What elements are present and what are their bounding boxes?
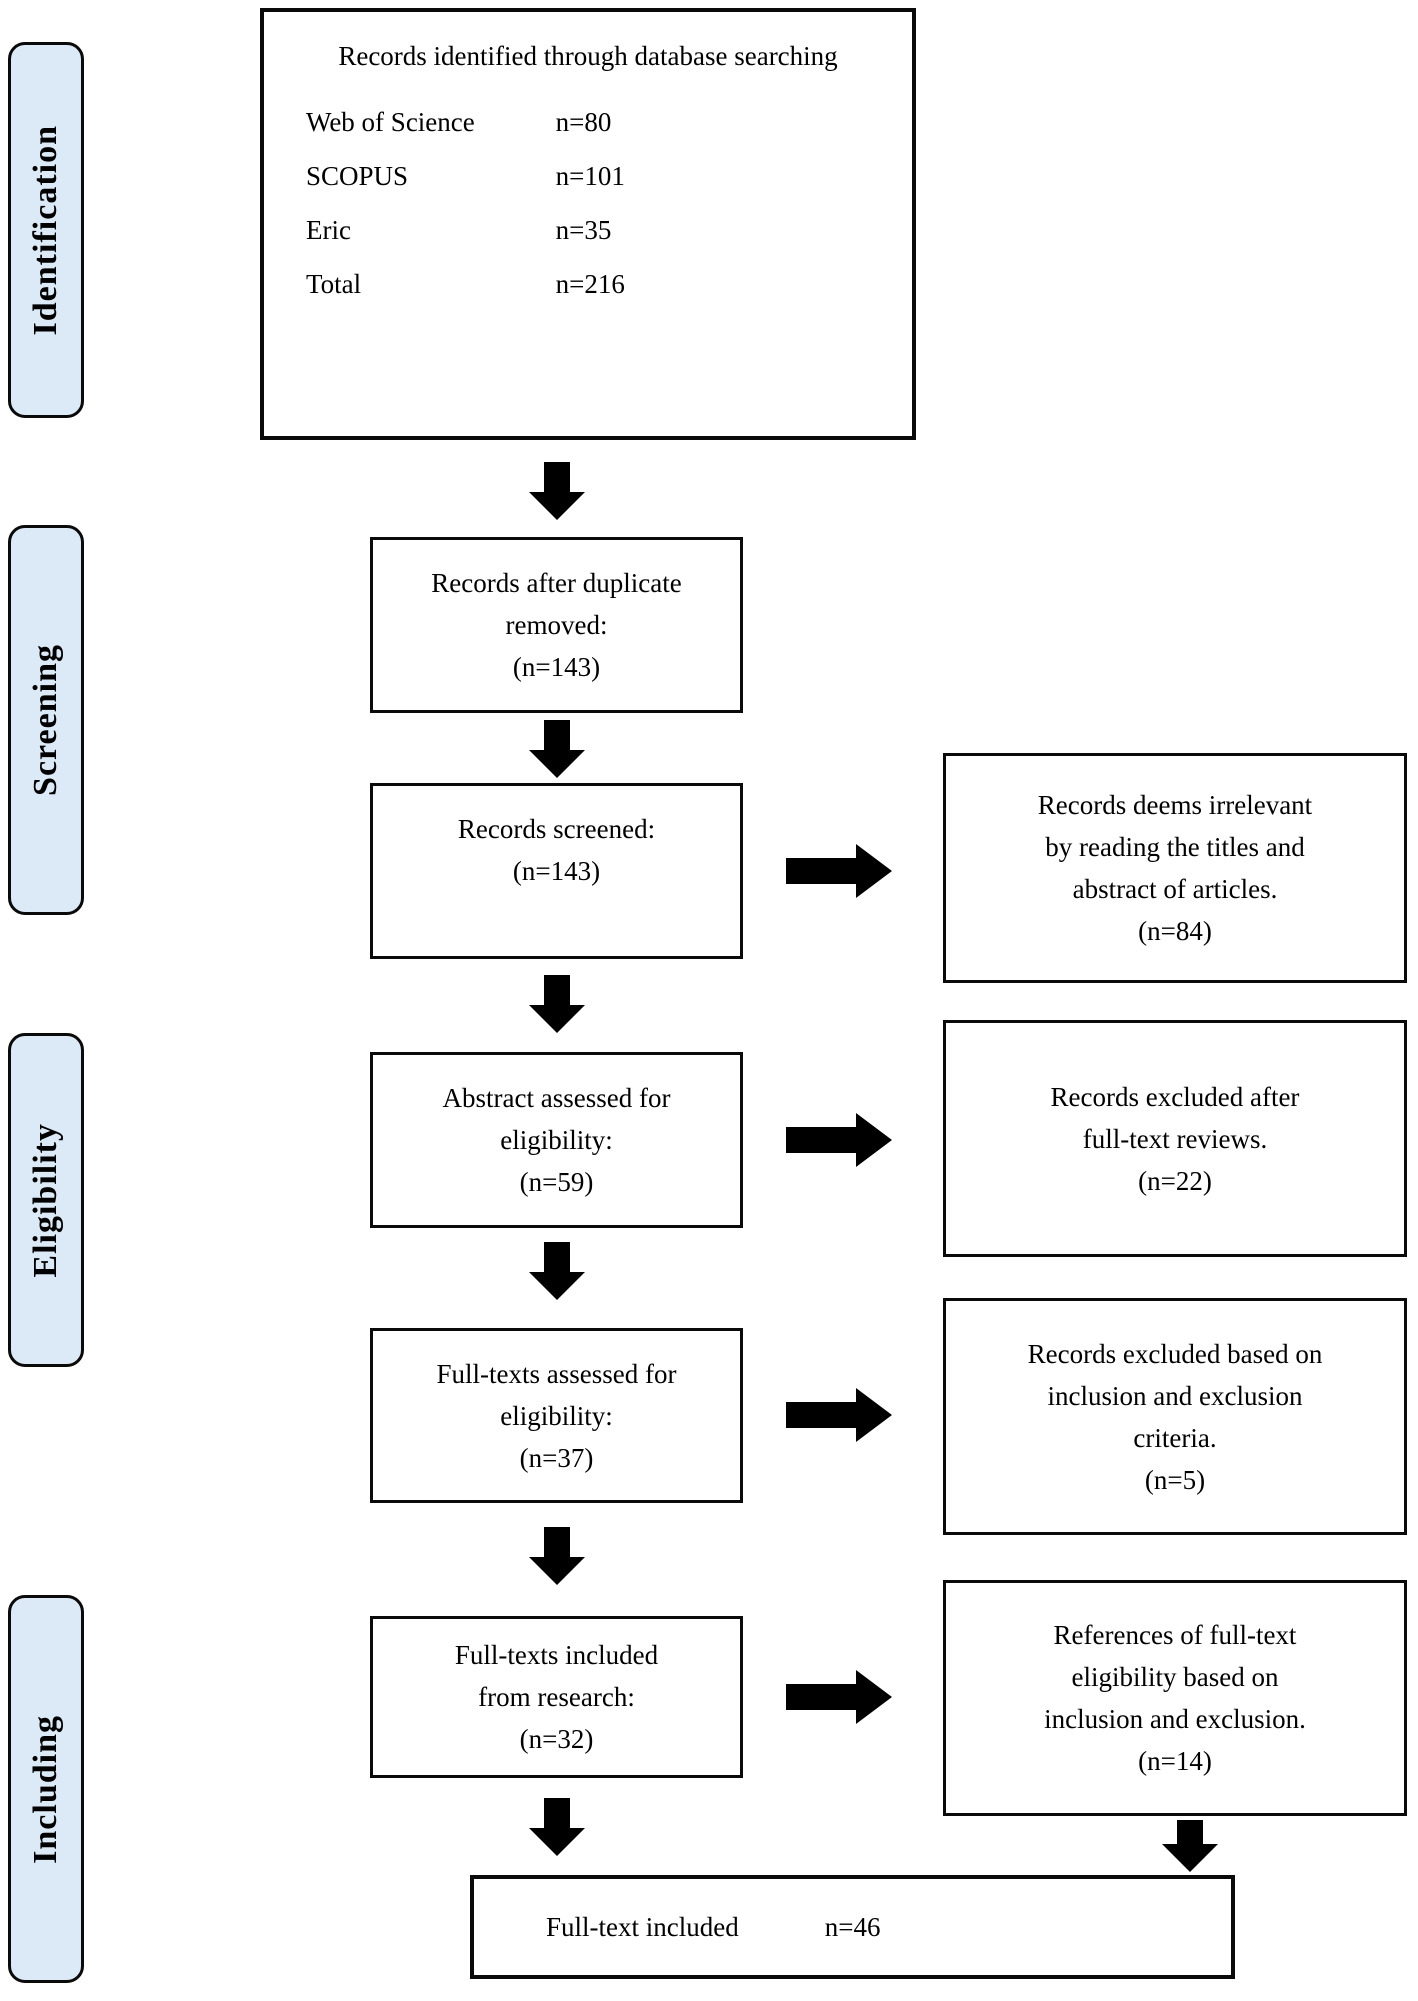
database-row: Web of Science n=80: [264, 102, 912, 142]
box-title: Records identified through database sear…: [264, 36, 912, 76]
down-arrow-icon: [529, 1798, 585, 1856]
database-row: SCOPUS n=101: [264, 156, 912, 196]
final-box-label: Full-text included: [546, 1911, 739, 1942]
box-abstract-assessed: Abstract assessed for eligibility: (n=59…: [370, 1052, 743, 1228]
right-arrow-icon: [786, 1113, 892, 1167]
box-text-line: eligibility:: [500, 1400, 613, 1431]
box-text-line: criteria.: [1133, 1422, 1217, 1453]
database-counts: Web of Science n=80 SCOPUS n=101 Eric n=…: [264, 102, 912, 304]
box-final-included: Full-text included n=46: [470, 1875, 1235, 1979]
database-name: SCOPUS: [306, 161, 409, 191]
box-text-line: abstract of articles.: [1072, 874, 1278, 904]
stage-label: Including: [27, 1714, 64, 1864]
box-excluded-criteria: Records excluded based on inclusion and …: [943, 1298, 1407, 1535]
database-name: Eric: [306, 215, 351, 245]
database-row: Eric n=35: [264, 210, 912, 250]
box-text-line: (n=37): [519, 1442, 594, 1473]
box-fulltext-included-research: Full-texts included from research: (n=32…: [370, 1616, 743, 1778]
database-count: n=101: [555, 161, 625, 191]
box-text-line: (n=22): [1138, 1165, 1212, 1196]
box-text-line: removed:: [505, 610, 608, 640]
box-text-line: Records after duplicate: [431, 568, 682, 598]
down-arrow-icon: [529, 462, 585, 520]
box-text-line: (n=84): [1138, 916, 1212, 946]
box-text-line: (n=32): [519, 1724, 594, 1754]
right-arrow-icon: [786, 1670, 892, 1724]
database-name: Web of Science: [306, 107, 475, 137]
box-text-line: eligibility based on: [1071, 1662, 1279, 1692]
box-text-line: Full-texts assessed for: [436, 1358, 677, 1389]
box-text-line: from research:: [478, 1682, 635, 1712]
box-text-line: by reading the titles and: [1045, 832, 1305, 862]
stage-including: Including: [8, 1595, 84, 1983]
down-arrow-icon: [529, 975, 585, 1033]
box-text-line: (n=59): [519, 1167, 594, 1197]
stage-label: Eligibility: [27, 1122, 64, 1278]
box-fulltext-assessed: Full-texts assessed for eligibility: (n=…: [370, 1328, 743, 1503]
right-arrow-icon: [786, 1388, 892, 1442]
box-text-line: Abstract assessed for: [442, 1083, 671, 1113]
down-arrow-icon: [529, 1242, 585, 1300]
box-references-fulltext: References of full-text eligibility base…: [943, 1580, 1407, 1816]
box-text-line: (n=5): [1144, 1464, 1206, 1495]
box-records-screened: Records screened: (n=143): [370, 783, 743, 959]
box-text-line: inclusion and exclusion: [1047, 1380, 1303, 1411]
box-text-line: References of full-text: [1053, 1620, 1297, 1650]
box-text-line: Records identified through database: [338, 41, 728, 71]
box-text-line: (n=14): [1138, 1746, 1212, 1776]
stage-eligibility: Eligibility: [8, 1033, 84, 1367]
box-text-line: Records excluded after: [1050, 1081, 1300, 1112]
box-text-line: Records deems irrelevant: [1037, 790, 1313, 820]
database-count: n=80: [555, 107, 612, 137]
down-arrow-icon: [529, 1527, 585, 1585]
box-excluded-fulltext-review: Records excluded after full-text reviews…: [943, 1020, 1407, 1257]
box-text-line: full-text reviews.: [1082, 1123, 1268, 1154]
box-text-line: inclusion and exclusion.: [1044, 1704, 1306, 1734]
stage-identification: Identification: [8, 42, 84, 418]
box-text-line: searching: [734, 41, 838, 71]
database-name: Total: [306, 269, 362, 299]
box-records-identified: Records identified through database sear…: [260, 8, 916, 440]
down-arrow-icon: [1162, 1820, 1218, 1872]
box-text-line: eligibility:: [500, 1125, 613, 1155]
stage-label: Screening: [27, 644, 64, 796]
box-text-line: Full-texts included: [454, 1640, 659, 1670]
down-arrow-icon: [529, 720, 585, 778]
box-text-line: (n=143): [512, 652, 601, 682]
box-text-line: (n=143): [512, 856, 601, 886]
database-row: Total n=216: [264, 264, 912, 304]
stage-label: Identification: [27, 124, 64, 336]
database-count: n=216: [555, 269, 625, 299]
box-text-line: Records screened:: [457, 814, 656, 844]
box-duplicates-removed: Records after duplicate removed: (n=143): [370, 537, 743, 713]
database-count: n=35: [555, 215, 612, 245]
stage-screening: Screening: [8, 525, 84, 915]
right-arrow-icon: [786, 844, 892, 898]
box-text-line: Records excluded based on: [1027, 1338, 1323, 1369]
box-irrelevant-records: Records deems irrelevant by reading the …: [943, 753, 1407, 983]
final-box-count: n=46: [824, 1911, 881, 1942]
